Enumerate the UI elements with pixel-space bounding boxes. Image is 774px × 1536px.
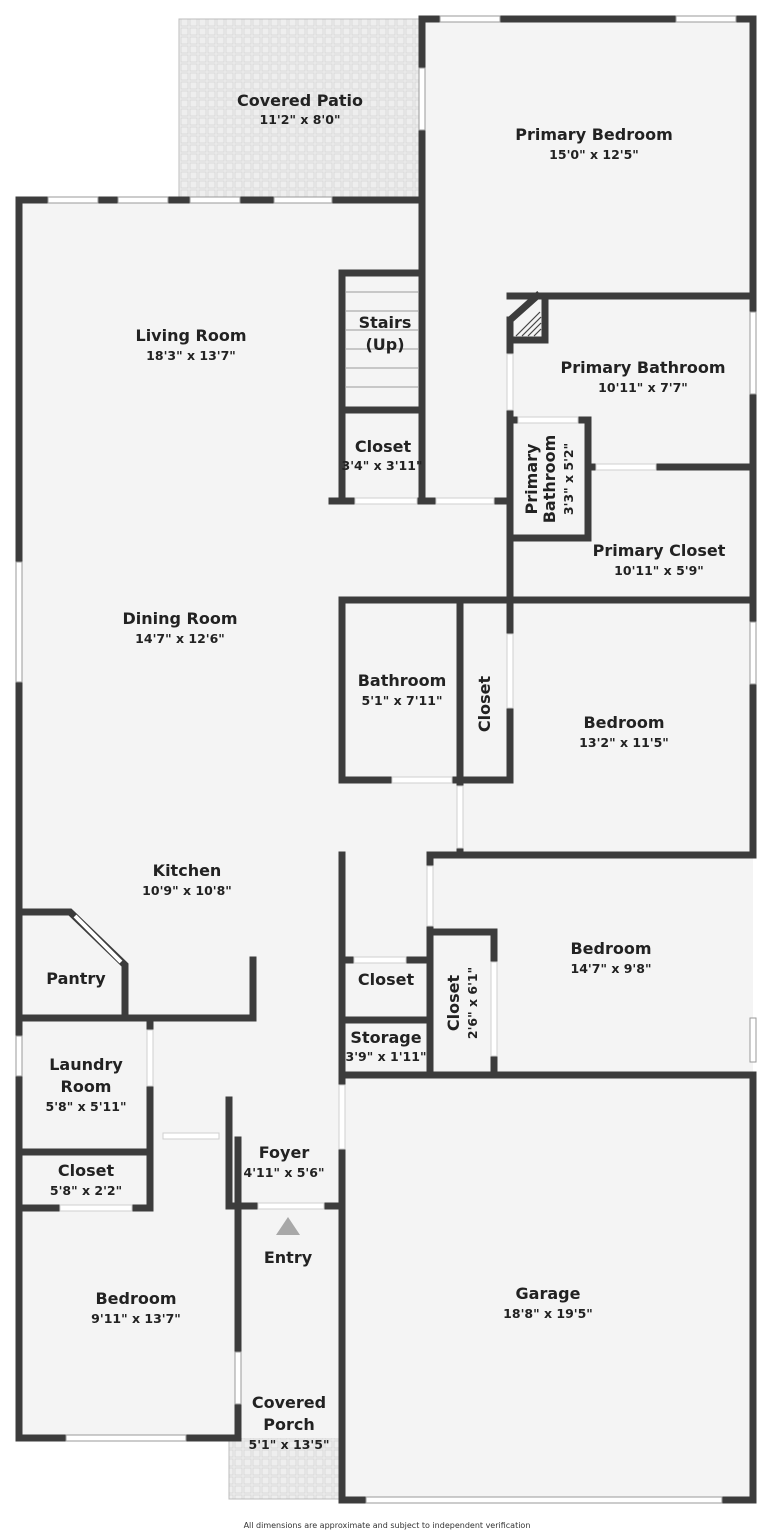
hall-closet-label: Closet bbox=[475, 676, 494, 733]
storage-label: Storage bbox=[350, 1028, 421, 1047]
laundry-room-label-line2: Room bbox=[61, 1077, 112, 1096]
laundry-room-label-line1: Laundry bbox=[49, 1055, 123, 1074]
primary-bedroom-label: Primary Bedroom bbox=[515, 125, 673, 144]
pantry-door-swing bbox=[73, 914, 123, 964]
laundry-closet-label: Closet bbox=[58, 1161, 115, 1180]
living-room-label: Living Room bbox=[136, 326, 247, 345]
stairs-label-line1: Stairs bbox=[359, 313, 412, 332]
garage-dims: 18'8" x 19'5" bbox=[503, 1306, 593, 1321]
covered-porch-dims: 5'1" x 13'5" bbox=[249, 1437, 330, 1452]
dining-room-dims: 14'7" x 12'6" bbox=[135, 631, 225, 646]
kitchen-dims: 10'9" x 10'8" bbox=[142, 883, 232, 898]
dining-room-label: Dining Room bbox=[122, 609, 237, 628]
bedroom-3-dims: 9'11" x 13'7" bbox=[91, 1311, 181, 1326]
covered-patio-floor bbox=[178, 18, 423, 200]
shower-hatch bbox=[515, 311, 542, 337]
bedroom-1-dims: 13'2" x 11'5" bbox=[579, 735, 669, 750]
bathroom-dims: 5'1" x 7'11" bbox=[362, 693, 443, 708]
covered-porch-label-line2: Porch bbox=[263, 1415, 314, 1434]
disclaimer-footer: All dimensions are approximate and subje… bbox=[243, 1521, 531, 1530]
covered-patio-label: Covered Patio bbox=[237, 91, 363, 110]
primary-bathroom-dims: 10'11" x 7'7" bbox=[598, 380, 688, 395]
bathroom-label: Bathroom bbox=[358, 671, 447, 690]
bedroom-3-label: Bedroom bbox=[95, 1289, 176, 1308]
primary-closet-label: Primary Closet bbox=[593, 541, 726, 560]
stairs-closet-dims: 3'4" x 3'11" bbox=[342, 458, 423, 473]
bedroom-2-label: Bedroom bbox=[570, 939, 651, 958]
foyer-dims: 4'11" x 5'6" bbox=[244, 1165, 325, 1180]
kitchen-label: Kitchen bbox=[153, 861, 222, 880]
laundry-room-dims: 5'8" x 5'11" bbox=[46, 1099, 127, 1114]
door-openings bbox=[59, 353, 657, 1212]
laundry-closet-dims: 5'8" x 2'2" bbox=[50, 1183, 122, 1198]
stair-treads bbox=[346, 291, 418, 388]
small-closet-label: Closet bbox=[358, 970, 415, 989]
entry-arrow-icon bbox=[276, 1217, 300, 1235]
living-room-dims: 18'3" x 13'7" bbox=[146, 348, 236, 363]
vertical-closet-dims: 2'6" x 6'1" bbox=[465, 967, 480, 1039]
pantry-label: Pantry bbox=[46, 969, 106, 988]
covered-porch-label-line1: Covered bbox=[252, 1393, 326, 1412]
stairs-closet-label: Closet bbox=[355, 437, 412, 456]
stairs-label-line2: (Up) bbox=[365, 335, 404, 354]
primary-bathroom-label: Primary Bathroom bbox=[560, 358, 725, 377]
foyer-label: Foyer bbox=[259, 1143, 310, 1162]
interior-floor bbox=[19, 19, 753, 1500]
small-primary-bathroom-label-line1: Primary bbox=[522, 443, 541, 514]
covered-patio-dims: 11'2" x 8'0" bbox=[260, 112, 341, 127]
windows bbox=[15, 15, 757, 1504]
small-primary-bathroom-dims: 3'3" x 5'2" bbox=[561, 443, 576, 515]
bedroom-2-dims: 14'7" x 9'8" bbox=[571, 961, 652, 976]
vertical-closet-label: Closet bbox=[444, 975, 463, 1032]
primary-bedroom-dims: 15'0" x 12'5" bbox=[549, 147, 639, 162]
small-primary-bathroom-label-line2: Bathroom bbox=[540, 435, 559, 524]
garage-label: Garage bbox=[516, 1284, 581, 1303]
storage-dims: 3'9" x 1'11" bbox=[346, 1049, 427, 1064]
primary-closet-dims: 10'11" x 5'9" bbox=[614, 563, 704, 578]
bedroom-1-label: Bedroom bbox=[583, 713, 664, 732]
entry-label: Entry bbox=[264, 1248, 313, 1267]
